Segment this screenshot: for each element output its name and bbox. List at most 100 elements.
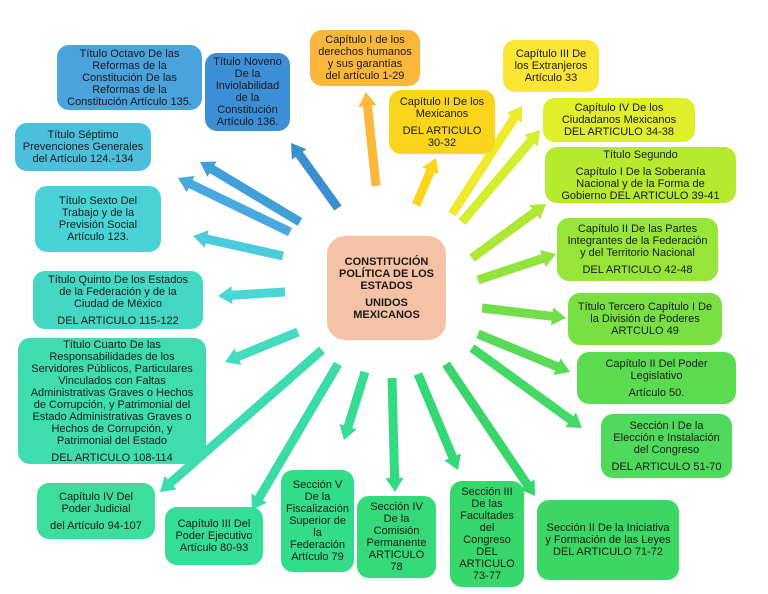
node-text-line: Título Sexto Del [58,195,138,207]
arrow-to-seccion-v [339,370,370,440]
arrow-to-titulo-septimo [178,176,292,237]
arrow-to-capitulo-ii-legislativo [476,329,570,375]
node-text-line: Poder Ejecutivo [175,530,253,542]
node-text-line: Constitución [217,104,278,116]
node-text-line: De la [304,491,331,503]
node-text-line: Artículo 79 [291,551,344,563]
node-text-line: Prevenciones Generales [22,141,144,153]
node-text-line: De la [234,68,261,80]
central-node: CONSTITUCIÓN POLÍTICA DE LOS ESTADOS UNI… [327,236,446,340]
node-text-line: ARTICULO [459,558,515,570]
center-text-line: ESTADOS [360,279,413,292]
node-text-line: y Formación de las Leyes [545,534,671,546]
node-text-line: 78 [390,561,403,573]
node-text-line: 73-77 [472,570,502,582]
node-text-line: Previsión Social [58,219,138,231]
node-text-line: Servidores Públicos, Particulares [31,362,193,375]
node-text-line: Poder Judicial [61,502,131,515]
node-text-line: Federación [289,539,346,551]
arrow-to-capitulo-ii-mexicanos [411,158,439,207]
node-text-line: Elección e Instalación [613,431,720,444]
node-text-line: Sección I De la [629,419,704,432]
node-text-line: Sección III [461,486,513,498]
node-text-line: Capítulo I De la Soberanía [575,165,706,178]
arrow-to-capitulo-iii-ejecutivo [251,361,342,510]
arrow-to-seccion-ii [442,361,535,496]
node-text-line: del artículo 1-29 [325,70,405,82]
node-text-line: ARTCULO 49 [611,325,679,337]
node-text-line: Artículo 123. [67,231,129,243]
arrow-to-seccion-iii [413,372,461,470]
center-text-line: CONSTITUCIÓN [344,255,429,268]
arrow-to-titulo-tercero [481,303,566,326]
node-text-line: Hechos de Corrupción, y [51,422,173,435]
arrow-to-seccion-iv [385,377,404,492]
node-text-line: Título Noveno [213,56,282,68]
node-text-line: Título Cuarto De las [63,338,161,351]
node-text-line: De las [471,498,503,510]
node-text-line: Sección V [292,479,343,491]
node-text-line: DEL ARTICULO 71-72 [552,546,664,558]
node-text-line: Permanente [366,537,427,549]
node-text-line: Título Octavo De las [79,47,180,60]
node-text-line: Nacional y de la Forma de [576,177,705,190]
node-text-line: derechos humanos [318,46,412,58]
center-text-line: POLÍTICA DE LOS [339,267,434,280]
node-text-line: DEL ARTICULO 51-70 [611,460,722,473]
node-text-line: Título Quinto De los Estados [47,273,188,286]
node-text-line: Capítulo II De los [399,95,485,108]
node-text-line: Capítulo III Del [177,518,251,530]
node-text-line: DEL [476,546,498,558]
node-text-line: Fiscalización [286,503,349,515]
node-text-line: del Artículo 94-107 [50,519,142,532]
node-text-line: Comisión [373,525,420,537]
arrow-to-titulo-segundo [469,204,546,262]
node-text-line: Estado Administrativas Graves o [32,410,192,423]
node-text-line: Capítulo I de los [325,34,405,46]
node-text-line: Constitución De las [82,71,177,84]
node-text-line: Inviolabilidad [215,80,280,92]
arrow-to-capitulo-i [358,92,381,187]
node-text-line: Reformas de la [92,83,167,96]
node-text-line: De la [383,513,410,525]
arrow-to-capitulo-iii-extranjeros [448,106,522,217]
node-text-line: del Congreso [633,443,700,456]
center-text-line: UNIDOS [365,296,408,309]
center-text-line: MEXICANOS [353,308,420,321]
node-text-line: y sus garantías [327,58,403,70]
node-text-line: la División de Poderes [590,313,700,325]
node-text-line: Título Segundo [603,148,678,161]
node-text-line: Ciudad de México [73,297,163,310]
node-text-line: del [479,522,495,534]
node-text-line: de la [235,92,260,104]
arrow-to-capitulo-ii-partes [476,249,556,285]
node-text-line: Legislativo [630,369,683,382]
node-text-line: Capítulo II Del Poder [605,357,708,370]
node-text-line: Integrantes de la Federación [567,235,708,247]
node-text-line: Sección IV [370,501,423,513]
node-text-line: Capítulo III De [515,48,587,60]
node-text-line: Responsabilidades de los [49,350,175,363]
node-text-line: Mexicanos [415,107,469,120]
node-text-line: de Corrupción, y Patrimonial del [33,398,191,411]
node-text-line: ARTICULO [368,549,425,561]
node-text-line: Título Tercero Capítulo I De [577,301,713,313]
node-text-line: y del Territorio Nacional [580,247,695,259]
node-text-line: Sección II De la Iniciativa [546,522,670,534]
node-text-line: Congreso [463,534,511,546]
